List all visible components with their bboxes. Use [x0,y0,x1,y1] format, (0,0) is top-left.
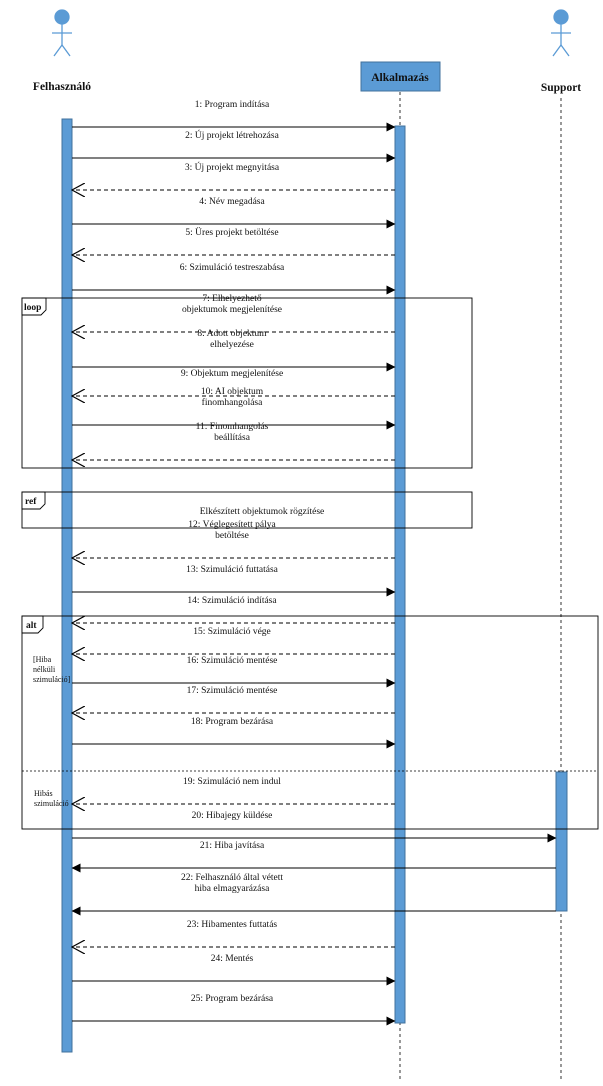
message-14-label: 14: Szimuláció indítása [187,596,277,606]
object-app-label: Alkalmazás [371,72,429,84]
actor-user-label: Felhasználó [33,81,91,93]
activation-support [555,771,568,912]
fragment-ref-tag: ref [25,497,37,507]
message-6-label: 6: Szimuláció testreszabása [180,263,285,273]
message-23-label: 23: Hibamentes futtatás [187,919,278,930]
object-app-box [360,61,441,92]
activation-user [61,118,73,1053]
message-19-label: 19: Szimuláció nem indul [183,777,281,787]
fragment-alt-guard-1: [Hiba nélküli szimuláció] [33,655,71,684]
message-9-label: 9: Objektum megjelenítése [181,369,283,379]
message-12-label-line-2: betöltése [215,531,249,541]
message-10-label-line-2: finomhangolása [202,397,263,408]
message-25-label: 25: Program bezárása [191,994,274,1004]
message-24-label: 24: Mentés [211,954,254,964]
message-8-label-line-2: elhelyezése [210,340,254,350]
message-15-label: 15: Szimuláció vége [193,627,271,637]
fragment-alt-tag: alt [26,621,37,631]
message-16-label: 16: Szimuláció mentése [187,656,278,666]
message-5-label: 5: Üres projekt betöltése [185,226,278,238]
message-12-label-line-1: 12: Véglegesített pálya [188,520,276,530]
fragment-alt: alt [Hiba nélküli szimuláció] Hibás szim… [21,615,599,830]
actor-support-label: Support [541,82,581,94]
message-4-label: 4: Név megadása [199,197,265,207]
fragment-ref: ref Elkészített objektumok rögzítése [21,491,473,529]
message-17-label: 17: Szimuláció mentése [187,686,278,696]
message-11-label-line-2: beállítása [214,433,251,443]
message-22-label-line-2: hiba elmagyarázása [195,884,270,894]
message-20-label: 20: Hibajegy küldése [192,811,273,821]
activation-app [394,125,406,1024]
actor-support-icon [551,9,571,57]
message-22-label-line-1: 22: Felhasználó által vétett [181,873,283,883]
message-13-label: 13: Szimuláció futtatása [186,564,279,575]
message-11-label-line-1: 11: Finomhangolás [196,422,269,432]
message-1-label: 1: Program indítása [195,100,270,110]
message-18-label: 18: Program bezárása [191,717,274,727]
fragment-alt-guard-2: Hibás szimuláció [34,789,69,808]
message-21-label: 21: Hiba javítása [200,841,265,851]
fragment-loop-tag: loop [24,303,41,313]
fragment-ref-text: Elkészített objektumok rögzítése [200,507,325,517]
message-8-label-line-1: 8: Adott objektum [197,329,267,339]
message-3-label: 3: Új projekt megnyitása [185,161,280,173]
fragment-loop: loop [21,297,473,469]
actor-user-icon [52,9,72,57]
message-7-label-line-2: objektumok megjelenítése [182,305,282,315]
message-10-label-line-1: 10: AI objektum [201,387,264,397]
messages: 1: Program indítása 2: Új projekt létreho… [72,100,557,1026]
message-7-label-line-1: 7: Elhelyezhető [202,294,262,304]
message-2-label: 2: Új projekt létrehozása [185,129,279,141]
